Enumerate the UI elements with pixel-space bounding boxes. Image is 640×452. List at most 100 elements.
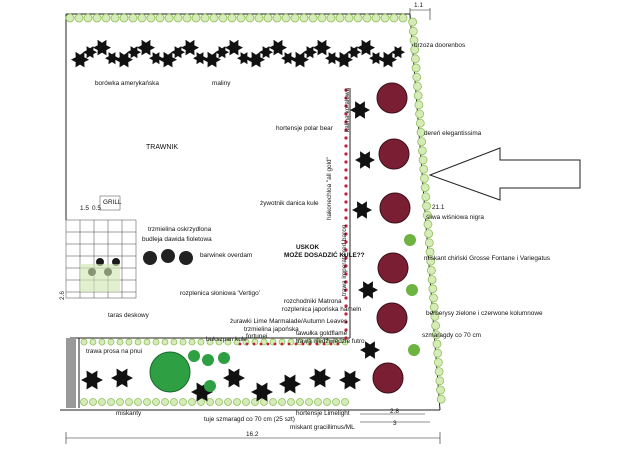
hedge-shrub (414, 100, 424, 110)
label-miskanty: miskanty (116, 410, 142, 417)
label-bukszpan: bukszpan kule (206, 336, 247, 343)
label-trawnik: TRAWNIK (146, 144, 179, 151)
hedge-shrub (426, 256, 436, 266)
green-shrub (188, 350, 200, 362)
green-shrub (204, 380, 216, 392)
border-plant (259, 342, 263, 346)
tree-canopy (215, 46, 229, 59)
hedge-shrub (398, 13, 408, 23)
hedge-shrub (254, 13, 264, 23)
hedge-shrub (344, 13, 354, 23)
hedge-shrub (317, 13, 327, 23)
hedge-shrub (134, 338, 142, 346)
imperata-plant (344, 160, 348, 164)
tree-canopy (191, 382, 213, 402)
hedge-shrub (433, 357, 443, 367)
hedge-shrub (409, 36, 419, 45)
imperata-plant (344, 168, 348, 172)
green-shrub (218, 352, 230, 364)
hedge-shrub (415, 109, 424, 119)
hedge-shrub (233, 398, 241, 406)
plum-tree (377, 252, 409, 284)
hedge-shrub (179, 398, 187, 406)
hedge-shrub (335, 13, 345, 23)
hedge-shrub (416, 127, 426, 137)
label-szmaragdy: szmaragdy co 70 cm (422, 332, 481, 339)
hedge-shrub (188, 338, 196, 346)
hedge-shrub (421, 192, 431, 202)
label-budleja: budleja dawida fioletowa (142, 236, 212, 243)
hedge-shrub (389, 13, 399, 23)
border-plant (301, 342, 305, 346)
miskant-clump (404, 234, 416, 246)
label-tawulec: tawułka goldflame (296, 330, 348, 337)
hedge-shrub (152, 338, 160, 346)
hedge-shrub (418, 155, 428, 165)
label-zywotnik: żywotnik danica kule (260, 200, 319, 207)
hedge-shrub (161, 338, 169, 346)
hedge-shrub (80, 398, 88, 406)
hedge-shrub (116, 398, 124, 406)
hedge-shrub (332, 398, 340, 406)
hedge-shrub (161, 398, 169, 406)
plum-tree (379, 192, 411, 224)
hedge-shrub (428, 284, 438, 294)
tree-canopy (303, 46, 317, 59)
hedge-shrub (152, 398, 160, 406)
border-plant (287, 342, 291, 346)
tree-canopy (159, 51, 177, 68)
hedge-shrub (107, 338, 115, 346)
imperata-plant (344, 304, 348, 308)
tree-canopy (193, 52, 207, 65)
label-hakonechloa: hakonechloa "all gold" (326, 157, 333, 220)
green-shrub (202, 354, 214, 366)
hedge-shrub (134, 398, 142, 406)
large-green-shrub (149, 351, 191, 393)
border-plant (315, 342, 319, 346)
dim-left-vert: 2.6 (59, 291, 66, 300)
arrow-shape (428, 147, 581, 201)
hedge-shrub (128, 13, 138, 23)
hedge-shrub (263, 13, 273, 23)
hedge-shrub (197, 338, 205, 346)
plum-tree (376, 302, 408, 334)
tree-canopy (105, 52, 119, 65)
hedge-shrub (107, 398, 115, 406)
hedge-shrub (182, 13, 192, 23)
tree-canopy (247, 51, 265, 68)
tree-canopy (339, 370, 361, 390)
tree-canopy (127, 46, 141, 59)
label-deren: dereń elegantissima (424, 130, 482, 137)
tree-canopy (313, 39, 331, 56)
imperata-plant (344, 200, 348, 204)
imperata-plant (344, 216, 348, 220)
hedge-shrub (423, 219, 433, 229)
label-uskok: USKOK (296, 244, 320, 251)
hedge-shrub (200, 13, 210, 23)
miskant-clump (408, 344, 420, 356)
hedge-shrub (431, 321, 441, 331)
hedge-shrub (278, 398, 286, 406)
hedge-shrub (260, 338, 268, 346)
hedge-shrub (419, 164, 429, 174)
budleja-shrub (161, 249, 175, 263)
hedge-shrub (323, 338, 331, 346)
plum-tree (372, 362, 404, 394)
tree-canopy (350, 101, 370, 119)
imperata-plant (344, 320, 348, 324)
hedge-shrub (110, 13, 120, 23)
border-plant (252, 342, 256, 346)
label-hortensje-lime: hortensje Limelight (296, 410, 350, 417)
hedge-shrub (299, 13, 309, 23)
hedge-shrub (101, 13, 111, 23)
hedge-shrub (353, 13, 363, 23)
imperata-plant (344, 104, 348, 108)
label-turawki: żurawki Lime Marmalade/Autumn Leaves (230, 318, 348, 325)
hedge-shrub (98, 338, 106, 346)
border-plant (273, 342, 277, 346)
hedge-shrub (98, 398, 106, 406)
hedge-shrub (179, 338, 187, 346)
tree-canopy (357, 39, 375, 56)
budleja-shrub (143, 251, 157, 265)
